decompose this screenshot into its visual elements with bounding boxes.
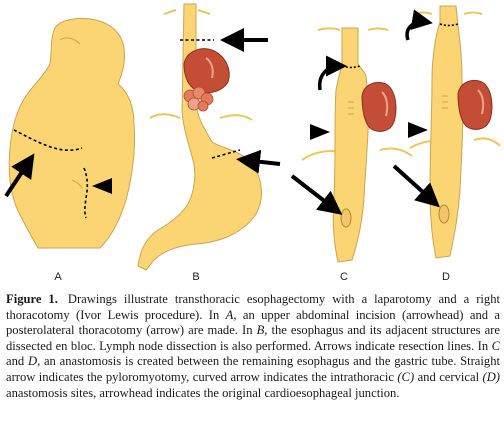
esophagus-stomach [137,3,262,271]
curved-arrow-d [405,9,433,41]
caption-ref-a: A [225,307,234,322]
torso-silhouette [8,17,135,249]
incision-arrowhead [92,178,112,194]
caption-text-6: and cervical [414,369,483,384]
caption-ref-d-paren: (D) [482,369,500,384]
caption-ref-c-paren: (C) [397,369,415,384]
panel-a-drawing [4,17,135,249]
caption-text-3: , the esophagus and its adjacent structu… [6,323,501,353]
lymph-node-cluster [183,86,214,112]
curved-arrow-c [317,55,347,91]
panel-d-drawing [392,5,501,259]
diaphragm-muscle-d [457,80,493,130]
lymph-node-mass [183,48,230,94]
diaphragm-muscle-c [361,82,397,132]
figure-illustration: A B C D [4,3,501,283]
caption-text-1: Drawings illustrate transthoracic esopha… [6,292,500,322]
panel-label-c: C [340,271,348,283]
anastomosis-line-d [439,23,459,27]
caption-text-2: , an upper abdominal incision (arrowhead… [6,307,500,338]
junction-arrowhead-d [408,122,428,138]
panel-c-drawing [290,27,413,263]
caption-text-7: anastomosis sites, arrowhead indicates t… [6,385,400,400]
panel-label-d: D [442,271,450,283]
caption-text-5: , an anastomosis is created between the … [6,354,500,384]
caption-ref-c: C [491,338,500,353]
panel-label-b: B [192,271,200,283]
thoracotomy-incision [13,129,83,152]
caption-text-4: and [6,354,28,369]
thoracotomy-arrow [4,153,35,198]
pyloromyotomy-arrow-d [392,164,440,208]
pyloromyotomy-d [438,204,450,224]
junction-arrowhead-c [310,124,330,140]
caption-ref-b: B [256,323,265,338]
figure-number: Figure 1. [6,292,58,306]
pyloromyotomy-c [340,208,352,228]
caption-ref-d: D [27,354,38,369]
panel-label-a: A [54,271,62,283]
panel-b-drawing [137,3,281,271]
abdominal-incision [83,167,89,219]
gastric-tube-c [332,27,370,263]
figure-caption: Figure 1.Drawings illustrate transthorac… [6,292,500,401]
pyloromyotomy-arrow-c [290,174,343,215]
lower-resection-line [211,149,241,159]
figure-drawings [4,3,501,271]
lower-resection-arrow [236,149,281,174]
